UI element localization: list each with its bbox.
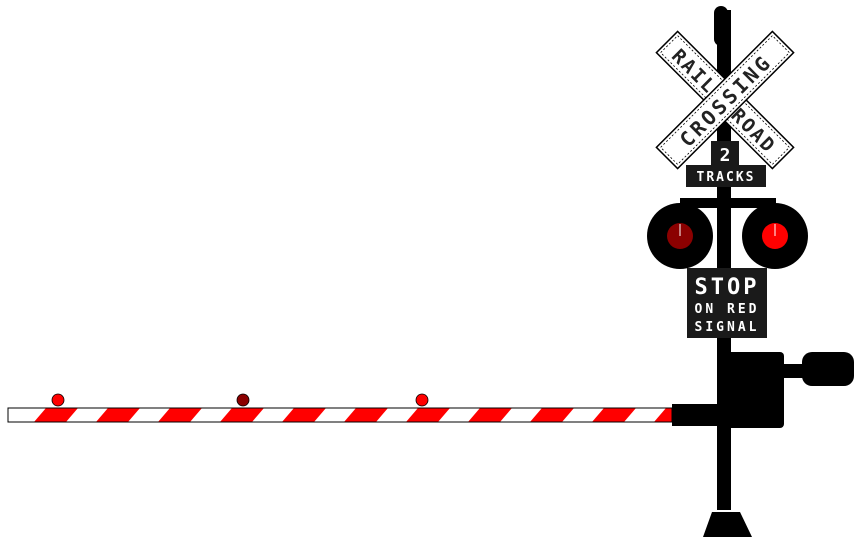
left-signal-light xyxy=(647,203,713,269)
gate-arm xyxy=(7,393,673,423)
right-signal-light xyxy=(742,203,808,269)
signal-mast xyxy=(703,6,752,537)
stop-on-red-sign: STOP ON RED SIGNAL xyxy=(687,268,767,338)
gate-mechanism xyxy=(672,352,854,428)
gate-arm-lamps xyxy=(51,393,429,407)
gate-arm-lamp xyxy=(415,393,429,407)
gate-arm-stripe xyxy=(468,408,512,422)
gate-housing xyxy=(722,352,784,428)
gate-arm-stripe xyxy=(96,408,140,422)
gate-arm-stripe xyxy=(406,408,450,422)
gate-arm-stripe xyxy=(592,408,636,422)
gate-arm-lamp xyxy=(236,393,250,407)
stop-sign-line2: ON RED xyxy=(695,302,760,317)
mast-base xyxy=(703,512,752,537)
gate-arm-stripe xyxy=(654,408,672,422)
gate-arm-stripe xyxy=(344,408,388,422)
gate-arm-stripe xyxy=(220,408,264,422)
tracks-label: TRACKS xyxy=(697,170,756,185)
tracks-sign: 2 TRACKS xyxy=(686,141,766,187)
tracks-number: 2 xyxy=(720,145,731,166)
gate-arm-stripe xyxy=(158,408,202,422)
gate-arm-stripe xyxy=(34,408,78,422)
gate-arm-stripes xyxy=(34,408,672,422)
gate-arm-stripe xyxy=(530,408,574,422)
gate-arm-lamp xyxy=(51,393,65,407)
stop-sign-line3: SIGNAL xyxy=(695,320,760,335)
mast-finial xyxy=(714,6,728,46)
mast-pole xyxy=(717,10,731,510)
stop-sign-line1: STOP xyxy=(695,275,760,300)
counterweight xyxy=(802,352,854,386)
light-crossarm xyxy=(680,198,776,208)
gate-arm-stripe xyxy=(282,408,326,422)
